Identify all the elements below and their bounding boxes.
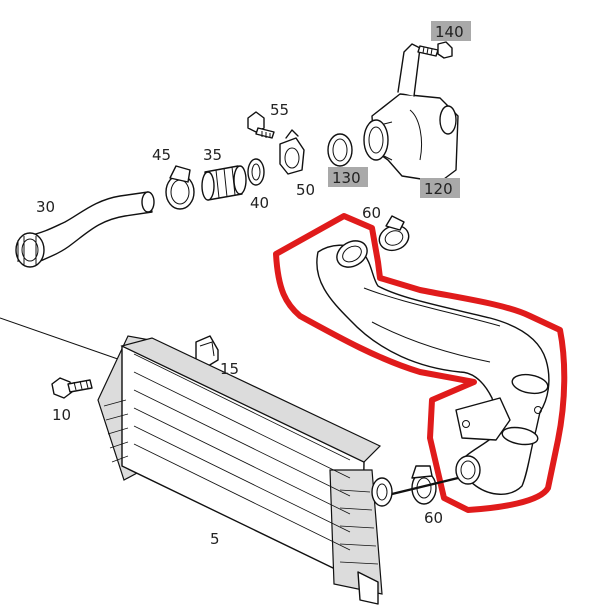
hose-30 bbox=[15, 191, 155, 268]
label-box-120 bbox=[420, 178, 460, 198]
bolt-140 bbox=[417, 41, 453, 59]
label-10: 10 bbox=[52, 406, 71, 424]
label-35: 35 bbox=[203, 146, 222, 164]
label-40: 40 bbox=[250, 194, 269, 212]
clamp-60-bottom bbox=[391, 465, 459, 505]
bolt-10 bbox=[51, 377, 93, 399]
label-30: 30 bbox=[36, 198, 55, 216]
charge-air-pipe bbox=[316, 240, 550, 495]
label-60-top: 60 bbox=[362, 204, 381, 222]
clamp-50 bbox=[279, 129, 305, 175]
label-55: 55 bbox=[270, 101, 289, 119]
connector-35 bbox=[201, 165, 247, 201]
oring-40 bbox=[247, 158, 265, 186]
housing-120 bbox=[363, 43, 459, 183]
label-45: 45 bbox=[152, 146, 171, 164]
label-60-bottom: 60 bbox=[424, 509, 443, 527]
oring-130 bbox=[327, 133, 353, 167]
reference-line bbox=[0, 317, 136, 366]
label-box-130 bbox=[328, 167, 368, 187]
intercooler-5 bbox=[97, 335, 393, 605]
label-15: 15 bbox=[220, 360, 239, 378]
label-5: 5 bbox=[210, 530, 220, 548]
label-130: 130 bbox=[332, 169, 361, 187]
label-50: 50 bbox=[296, 181, 315, 199]
clamp-60-top bbox=[378, 215, 410, 252]
bolt-55 bbox=[247, 111, 275, 139]
label-120: 120 bbox=[424, 180, 453, 198]
label-140: 140 bbox=[435, 23, 464, 41]
label-box-140 bbox=[431, 21, 471, 41]
highlight-outline bbox=[273, 213, 568, 513]
clamp-45 bbox=[165, 165, 195, 210]
